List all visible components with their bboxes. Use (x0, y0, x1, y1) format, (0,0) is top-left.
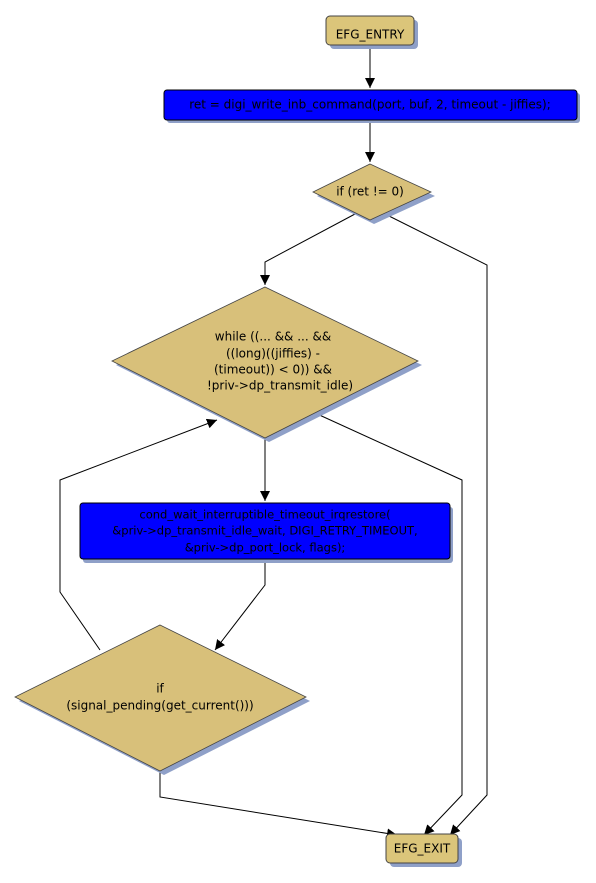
exit-label: EFG_EXIT (394, 842, 451, 856)
node-if-signal-pending: if (signal_pending(get_current())) (14, 624, 310, 775)
node-if-ret: if (ret != 0) (312, 163, 435, 224)
edge-if-ret-to-exit (384, 213, 488, 836)
edge-if-signal-to-exit (159, 771, 398, 839)
while-line-3: (timeout)) < 0)) && (214, 363, 332, 377)
entry-label: EFG_ENTRY (336, 28, 405, 42)
while-line-2: ((long)((jiffies) - (226, 347, 320, 361)
node-cond-wait-statement: cond_wait_interruptible_timeout_irqresto… (79, 502, 453, 563)
if-ret-label: if (ret != 0) (336, 185, 404, 199)
if-signal-line-1: if (156, 682, 164, 696)
edge-if-ret-to-while (260, 213, 356, 285)
while-line-1: while ((... && ... && (215, 330, 331, 344)
node-write-statement: ret = digi_write_inb_command(port, buf, … (163, 89, 580, 123)
cond-wait-line-3: &priv->dp_port_lock, flags); (185, 541, 346, 555)
edges (59, 45, 488, 839)
node-while-condition: while ((... && ... && ((long)((jiffies) … (111, 286, 422, 442)
node-efg-entry: EFG_ENTRY (325, 15, 418, 49)
if-signal-line-2: (signal_pending(get_current())) (66, 699, 253, 713)
cond-wait-line-1: cond_wait_interruptible_timeout_irqresto… (139, 508, 390, 522)
while-line-4: !priv->dp_transmit_idle) (207, 379, 353, 393)
edge-cond-wait-to-if-signal (214, 562, 266, 651)
edge-while-to-exit (314, 412, 463, 836)
edge-if-signal-back-to-while (59, 418, 218, 651)
write-statement-label: ret = digi_write_inb_command(port, buf, … (189, 98, 551, 112)
node-efg-exit: EFG_EXIT (385, 833, 462, 867)
cond-wait-line-2: &priv->dp_transmit_idle_wait, DIGI_RETRY… (112, 524, 417, 538)
